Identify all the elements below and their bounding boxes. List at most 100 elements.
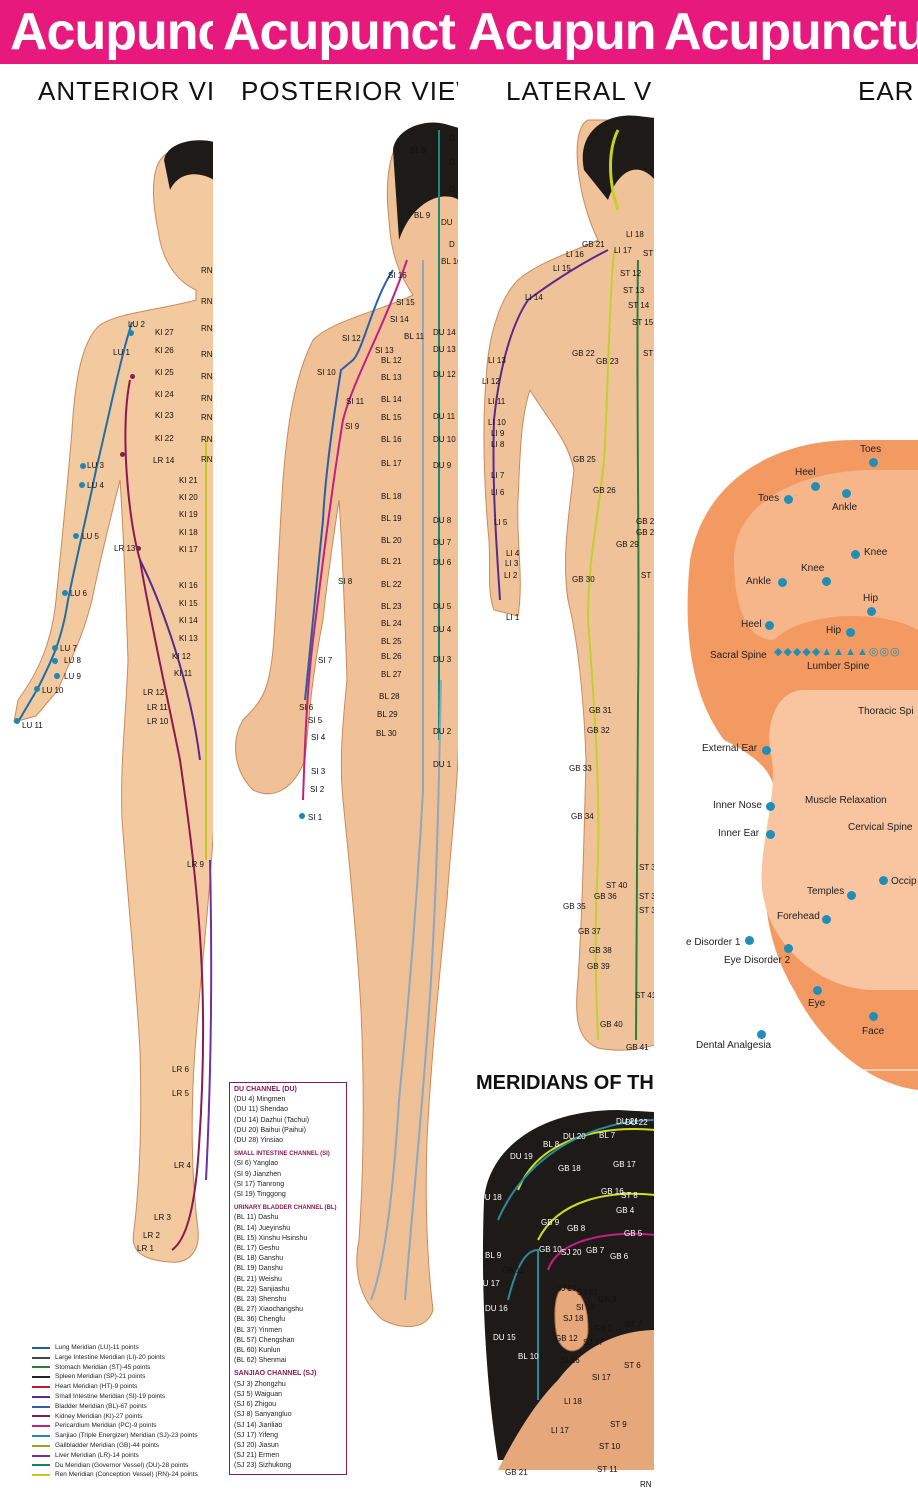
point-label: KI 22 bbox=[155, 434, 174, 443]
point-label: LU 8 bbox=[64, 656, 81, 665]
point-label: DU 1 bbox=[433, 760, 452, 769]
point-label: BL 13 bbox=[381, 373, 402, 382]
panel-banner: Acupunctu bbox=[213, 0, 458, 64]
legend-label: Sanjiao (Triple Energizer) Meridian (SJ)… bbox=[55, 1432, 198, 1440]
channel-item: (SJ 8) Sanyangluo bbox=[234, 1411, 292, 1419]
point-label: SI 1 bbox=[308, 813, 323, 822]
point-label: GB 29 bbox=[616, 540, 639, 549]
point-label: SI 19 bbox=[576, 1303, 595, 1312]
channel-item: (BL 23) Shenshu bbox=[234, 1296, 287, 1304]
ear-point-label: Inner Nose bbox=[713, 800, 762, 811]
point-label: GB 37 bbox=[578, 927, 601, 936]
point-label: ST 14 bbox=[628, 301, 650, 310]
ear-point-dot bbox=[757, 1030, 766, 1039]
point-label: GB 2 bbox=[636, 528, 655, 537]
point-label: SI 17 bbox=[592, 1373, 611, 1382]
point-label: SI 12 bbox=[342, 334, 361, 343]
point-label: GB 11 bbox=[502, 1266, 525, 1275]
ear-point-dot bbox=[778, 578, 787, 587]
channel-item: (DU 11) Shendao bbox=[234, 1106, 288, 1114]
point-label: BL 25 bbox=[381, 637, 402, 646]
legend-item: Lung Meridian (LU)-11 points bbox=[32, 1343, 198, 1353]
point-dot bbox=[80, 463, 86, 469]
point-label: GB 36 bbox=[594, 892, 617, 901]
point-label: ST 3 bbox=[639, 863, 655, 872]
legend-swatch bbox=[32, 1395, 50, 1398]
point-label: LR 1 bbox=[137, 1244, 154, 1253]
channel-item: (SJ 14) Jianliao bbox=[234, 1421, 283, 1429]
legend-label: Gallbladder Meridian (GB)-44 points bbox=[55, 1441, 160, 1449]
point-label: LI 17 bbox=[551, 1426, 569, 1435]
point-dot bbox=[136, 546, 141, 551]
point-label: LI 18 bbox=[564, 1397, 582, 1406]
ear-point-label: Forehead bbox=[777, 911, 820, 922]
point-label: BL 12 bbox=[381, 356, 402, 365]
point-label: LI 18 bbox=[626, 230, 644, 239]
point-label: LI 3 bbox=[505, 559, 519, 568]
point-label: BL 18 bbox=[381, 492, 402, 501]
point-label: DU 9 bbox=[433, 461, 452, 470]
point-label: GB 18 bbox=[558, 1164, 581, 1173]
point-label: LR 3 bbox=[154, 1213, 171, 1222]
point-label: GB 22 bbox=[572, 349, 595, 358]
point-label: D bbox=[449, 158, 455, 167]
channel-item: (BL 15) Xinshu Hsinshu bbox=[234, 1234, 308, 1242]
legend-label: Small Intestine Meridian (SI)-19 points bbox=[55, 1392, 166, 1400]
ear-point-label: Cervical Spine bbox=[848, 822, 913, 833]
point-label: BL 10 bbox=[518, 1352, 539, 1361]
point-label: ST bbox=[641, 571, 652, 580]
point-label: GB 38 bbox=[589, 946, 612, 955]
channel-item: (SJ 20) Jiasun bbox=[234, 1441, 279, 1449]
legend-item: Ren Meridian (Conception Vessel) (RN)-24… bbox=[32, 1470, 198, 1480]
point-label: LU 6 bbox=[70, 589, 87, 598]
point-label: GB 17 bbox=[613, 1160, 636, 1169]
legend-swatch bbox=[32, 1405, 50, 1408]
point-label: BL 17 bbox=[381, 459, 402, 468]
point-label: ST 13 bbox=[623, 286, 645, 295]
spine-marker-row: ◆◆◆◆◆▲▲▲▲◎◎◎ bbox=[774, 646, 901, 658]
channel-item: (BL 57) Chengshan bbox=[234, 1336, 295, 1344]
point-label: ST 12 bbox=[620, 269, 642, 278]
point-label: RN bbox=[201, 324, 213, 333]
legend-item: Heart Meridian (HT)-9 points bbox=[32, 1382, 198, 1392]
point-label: DU 13 bbox=[433, 345, 456, 354]
point-dot bbox=[52, 658, 58, 664]
channel-item: (SJ 3) Zhongzhu bbox=[234, 1380, 286, 1388]
point-label: RN bbox=[201, 394, 213, 403]
point-label: ST 3 bbox=[639, 906, 655, 915]
point-label: LU 5 bbox=[82, 532, 99, 541]
point-label: SI 5 bbox=[308, 716, 323, 725]
channel-item: (SJ 5) Waiguan bbox=[234, 1390, 282, 1398]
legend-label: Du Meridian (Governor Vessel) (DU)-28 po… bbox=[55, 1461, 189, 1469]
point-label: D bbox=[449, 134, 455, 143]
point-label: KI 12 bbox=[172, 652, 191, 661]
point-label: KI 23 bbox=[155, 411, 174, 420]
point-label: LR 14 bbox=[153, 456, 175, 465]
point-label: GB 9 bbox=[541, 1218, 560, 1227]
point-label: KI 24 bbox=[155, 390, 174, 399]
channel-item: (BL 60) Kunlun bbox=[234, 1347, 281, 1355]
point-label: GB 21 bbox=[505, 1468, 528, 1477]
ear-figure bbox=[687, 440, 918, 1090]
ear-point-label: Ankle bbox=[832, 502, 858, 513]
ear-point-label: Knee bbox=[801, 563, 825, 574]
point-label: DU 6 bbox=[433, 558, 452, 567]
legend-item: Gallbladder Meridian (GB)-44 points bbox=[32, 1441, 198, 1451]
panel-subtitle: EAR bbox=[858, 76, 915, 106]
channel-item: (BL 62) Shenmai bbox=[234, 1357, 287, 1365]
point-label: ST 6 bbox=[624, 1361, 641, 1370]
ear-point-dot bbox=[822, 915, 831, 924]
point-label: KI 21 bbox=[179, 476, 198, 485]
channel-item: (BL 21) Weishu bbox=[234, 1275, 282, 1283]
point-label: GB 40 bbox=[600, 1020, 623, 1029]
legend-label: Stomach Meridian (ST)-45 points bbox=[55, 1363, 151, 1371]
legend-swatch bbox=[32, 1464, 50, 1467]
head-meridian-figure bbox=[482, 1110, 654, 1470]
point-label: DU 16 bbox=[485, 1304, 508, 1313]
ear-point-label: Muscle Relaxation bbox=[805, 795, 887, 806]
legend-item: Pericardium Meridian (PC)-9 points bbox=[32, 1421, 198, 1431]
channel-item: (SI 19) Tinggong bbox=[234, 1191, 286, 1199]
point-label: RN bbox=[201, 297, 213, 306]
point-label: GB 30 bbox=[572, 575, 595, 584]
point-label: SI 6 bbox=[299, 703, 314, 712]
